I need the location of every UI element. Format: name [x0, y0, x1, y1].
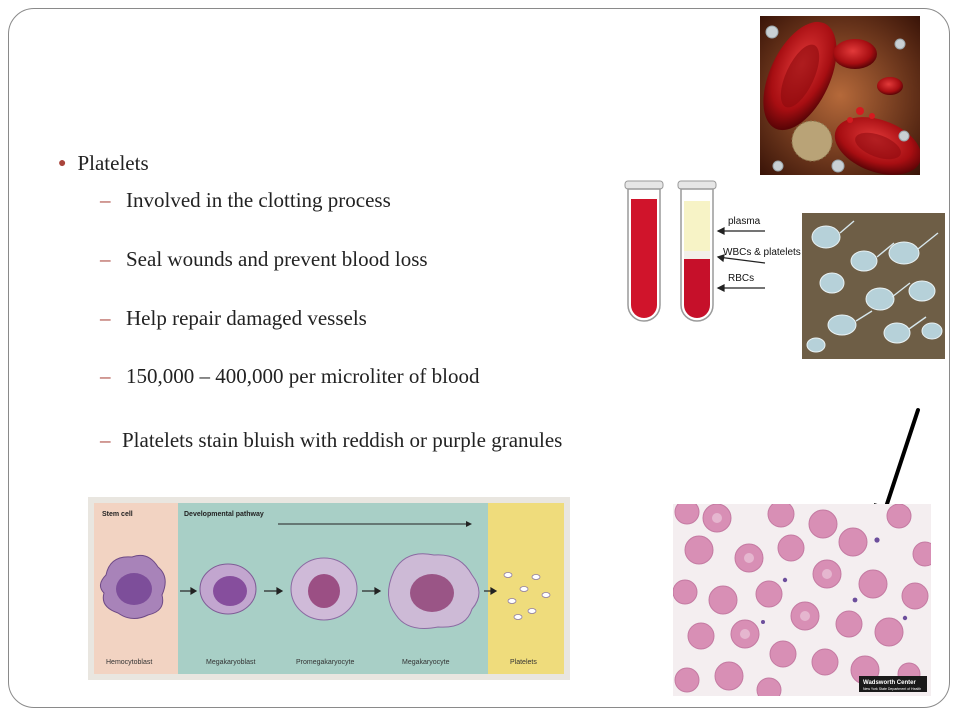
smear-logo-title: Wadsworth Center — [863, 680, 916, 686]
main-bullet-platelets: ● Platelets — [58, 151, 149, 176]
cell-label-hemocytoblast: Hemocytoblast — [106, 659, 152, 666]
cell-label-platelets: Platelets — [510, 659, 537, 666]
sub-bullet-text: Seal wounds and prevent blood loss — [126, 247, 428, 271]
tube-label-plasma: plasma — [728, 216, 761, 227]
cell-label-megakaryoblast: Megakaryoblast — [206, 659, 255, 666]
slide-frame — [8, 8, 950, 708]
pathway-header-stem-cell: Stem cell — [102, 511, 133, 518]
pathway-header-development: Developmental pathway — [184, 511, 264, 518]
cell-label-megakaryocyte: Megakaryocyte — [402, 659, 450, 666]
blood-smear-micrograph: Wadsworth Center New York State Departme… — [673, 504, 931, 696]
main-bullet-text: Platelets — [77, 151, 149, 175]
sub-bullet: –Involved in the clotting process — [100, 188, 391, 213]
dash-icon: – — [100, 247, 111, 271]
sub-bullet-text: 150,000 – 400,000 per microliter of bloo… — [126, 364, 480, 388]
bullet-dot-icon: ● — [58, 156, 67, 171]
sub-bullet-text: Platelets stain bluish with reddish or p… — [122, 428, 563, 452]
megakaryocyte-pathway-diagram: Stem cell Developmental pathway Hemocyto… — [88, 497, 570, 680]
sub-bullet-text: Involved in the clotting process — [126, 188, 391, 212]
dash-icon: – — [100, 364, 111, 388]
sub-bullet: –Help repair damaged vessels — [100, 306, 367, 331]
tube-label-rbcs: RBCs — [728, 273, 754, 284]
sub-bullet: –150,000 – 400,000 per microliter of blo… — [100, 364, 479, 389]
blood-cells-illustration — [760, 16, 920, 175]
platelets-sem-photo — [802, 213, 945, 359]
dash-icon: – — [100, 306, 111, 330]
dash-icon: – — [100, 428, 111, 452]
test-tube-diagram: plasma WBCs & platelets RBCs — [624, 180, 801, 322]
tube-label-wbcs: WBCs & platelets — [723, 247, 801, 258]
sub-bullet: –Seal wounds and prevent blood loss — [100, 247, 428, 272]
cell-label-promegakaryocyte: Promegakaryocyte — [296, 659, 354, 666]
sub-bullet: –Platelets stain bluish with reddish or … — [100, 428, 562, 453]
sub-bullet-text: Help repair damaged vessels — [126, 306, 367, 330]
dash-icon: – — [100, 188, 111, 212]
smear-logo-subtitle: New York State Department of Health — [863, 687, 921, 691]
